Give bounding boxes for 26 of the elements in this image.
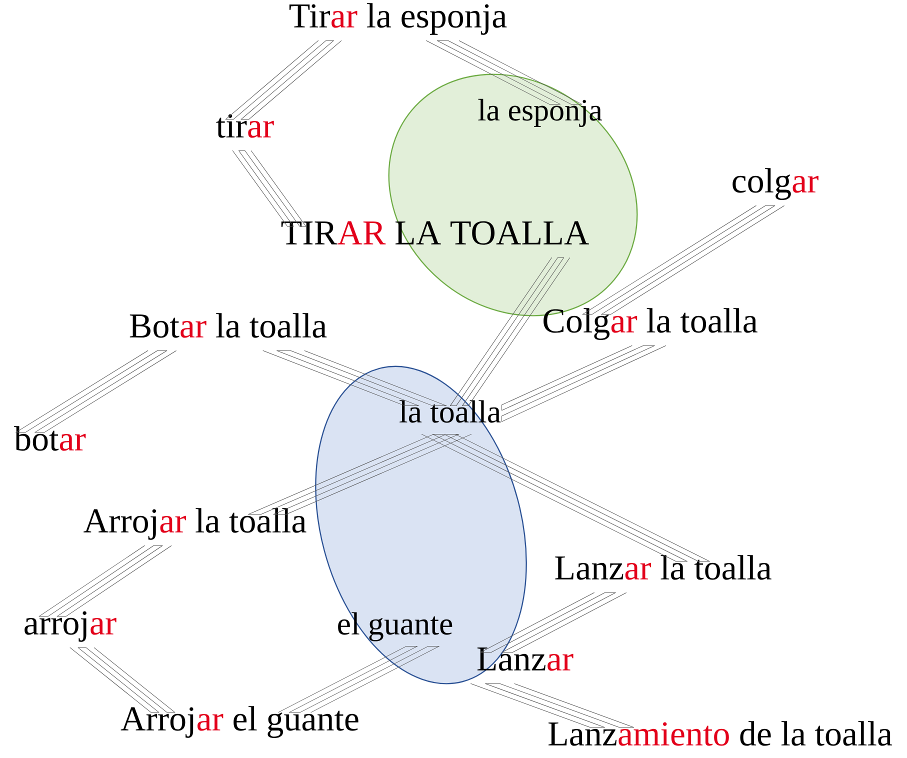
line-bundle: [232, 150, 306, 227]
term-label: Arrojar el guante: [120, 706, 358, 738]
term-label: colgar: [732, 168, 818, 200]
term-label: tirar: [216, 114, 274, 138]
line-bundle: [225, 40, 342, 120]
term-label: Colgar la toalla: [544, 308, 758, 340]
line-bundle: [70, 647, 176, 713]
term-label: Lanzar la toalla: [555, 555, 772, 580]
term-label: botar: [14, 426, 86, 451]
term-label: el guante: [338, 612, 452, 642]
term-label: Arrojar la toalla: [84, 508, 306, 540]
line-bundle: [248, 434, 472, 515]
term-label: Lanzamiento de la toalla: [548, 721, 892, 746]
line-bundle: [450, 257, 570, 406]
line-bundle: [278, 646, 440, 713]
term-label: Botar la toalla: [130, 313, 327, 338]
term-label: Tirar la esponja: [289, 3, 507, 35]
line-bundle: [480, 592, 627, 653]
line-bundle: [16, 350, 177, 433]
line-bundle: [262, 350, 447, 406]
line-bundle: [502, 345, 666, 422]
term-label: arrojar: [24, 611, 116, 642]
line-bundle: [38, 545, 172, 617]
line-bundle: [421, 434, 710, 562]
line-bundle: [470, 683, 634, 728]
line-bundle: [426, 40, 582, 104]
